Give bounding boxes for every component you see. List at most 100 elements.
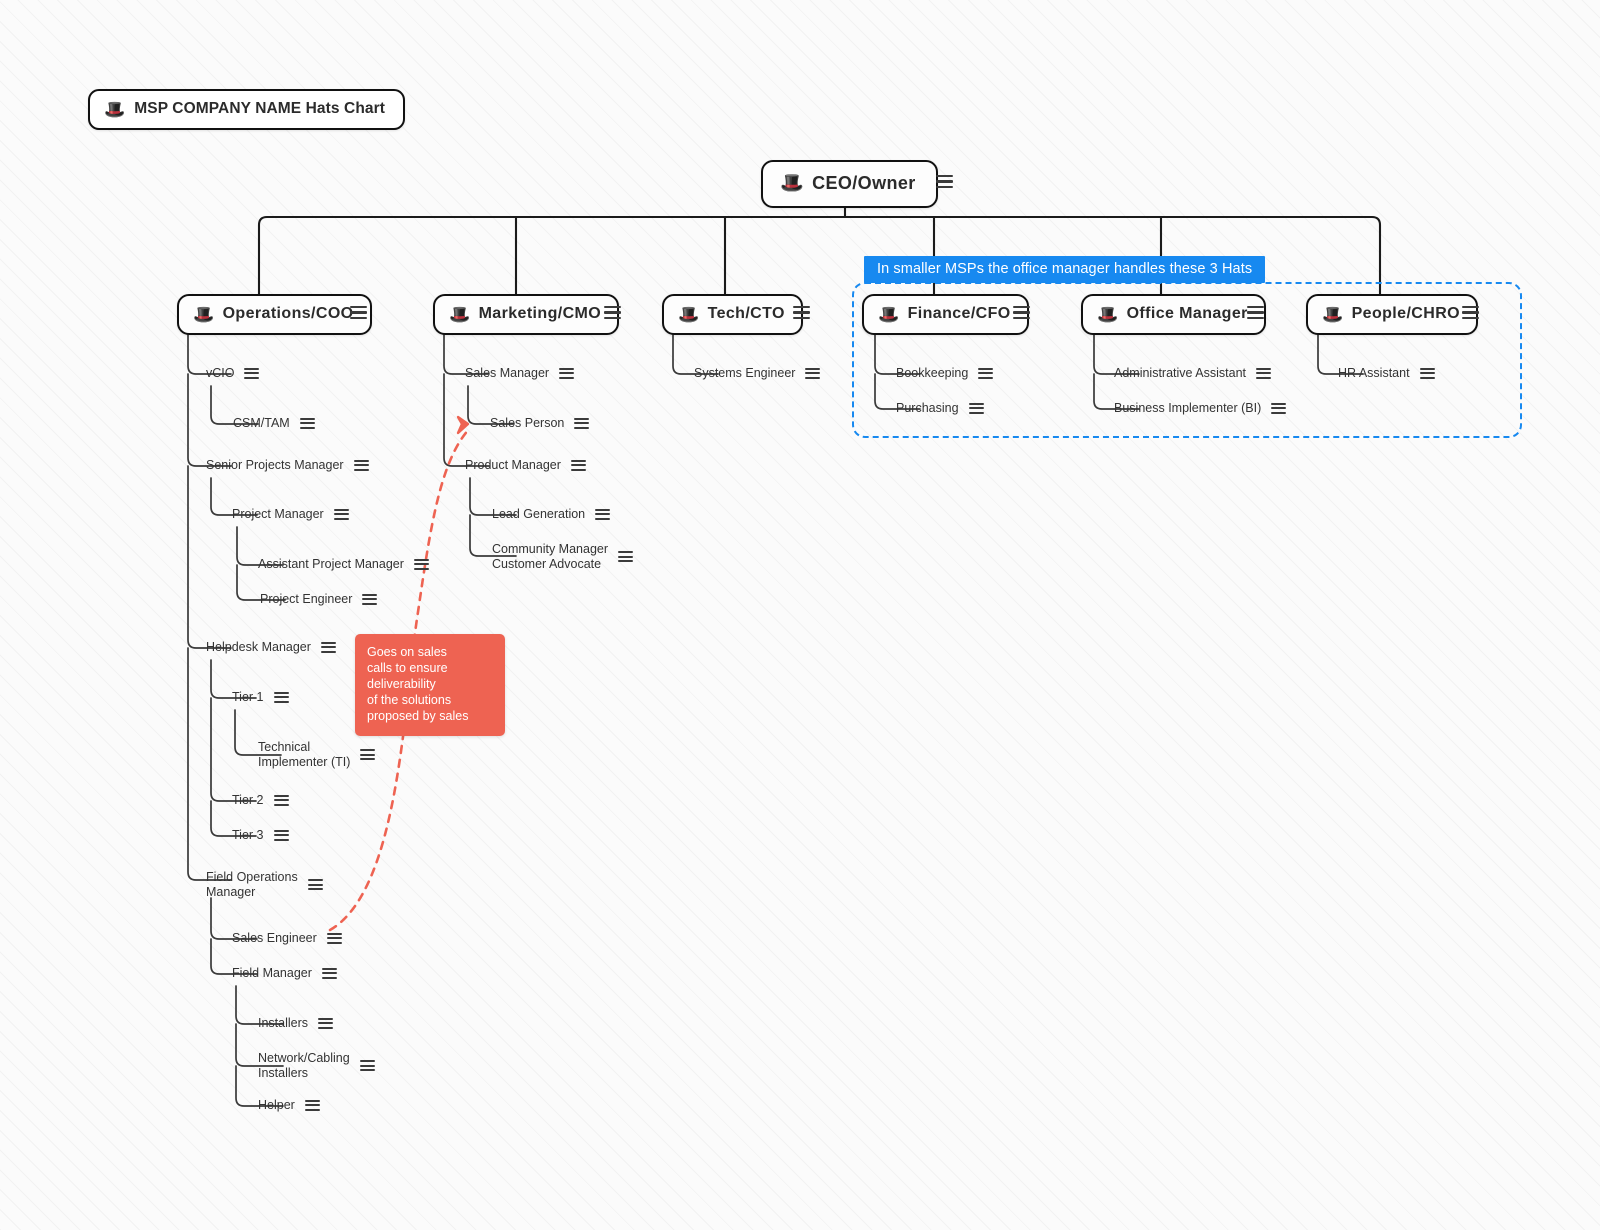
hamburger-menu-icon-installers[interactable] <box>318 1018 334 1029</box>
node-assistant-project-manager[interactable]: Assistant Project Manager <box>258 557 429 572</box>
hamburger-menu-icon-vcio[interactable] <box>244 368 260 379</box>
hamburger-menu-icon-bookkeeping[interactable] <box>978 368 994 379</box>
node-label: Systems Engineer <box>694 366 796 380</box>
node-label: CEO/Owner <box>812 173 916 193</box>
hamburger-menu-icon-bi[interactable] <box>1271 403 1287 414</box>
node-lead-generation[interactable]: Lead Generation <box>492 507 611 522</box>
hamburger-menu-icon-tier2[interactable] <box>273 795 289 806</box>
hamburger-menu-icon-apm[interactable] <box>413 559 429 570</box>
node-vcio[interactable]: vCIO <box>206 366 260 381</box>
hamburger-menu-icon-purchasing[interactable] <box>968 403 984 414</box>
node-purchasing[interactable]: Purchasing <box>896 401 984 416</box>
node-bookkeeping[interactable]: Bookkeeping <box>896 366 994 381</box>
node-business-implementer[interactable]: Business Implementer (BI) <box>1114 401 1287 416</box>
hamburger-menu-icon-netcab[interactable] <box>359 1060 375 1072</box>
node-field-manager[interactable]: Field Manager <box>232 966 337 981</box>
node-label: Administrative Assistant <box>1114 366 1246 380</box>
hamburger-menu-icon-helper[interactable] <box>304 1100 320 1111</box>
node-operations-coo[interactable]: 🎩 Operations/COO <box>177 294 372 335</box>
top-hat-icon: 🎩 <box>678 304 700 324</box>
hamburger-menu-icon-community[interactable] <box>618 551 634 563</box>
node-label: Bookkeeping <box>896 366 969 380</box>
hamburger-menu-icon-marketing[interactable] <box>604 306 621 319</box>
node-label: Helper <box>258 1098 295 1112</box>
node-label: Assistant Project Manager <box>258 557 404 571</box>
node-sales-engineer[interactable]: Sales Engineer <box>232 931 342 946</box>
hamburger-menu-icon-tech[interactable] <box>793 306 810 319</box>
node-label: Lead Generation <box>492 507 586 521</box>
hamburger-menu-icon-syseng[interactable] <box>805 368 821 379</box>
node-marketing-cmo[interactable]: 🎩 Marketing/CMO <box>433 294 620 335</box>
node-systems-engineer[interactable]: Systems Engineer <box>694 366 821 381</box>
node-field-operations-manager[interactable]: Field Operations Manager <box>206 870 323 900</box>
hamburger-menu-icon-ti[interactable] <box>360 749 376 761</box>
node-helpdesk-manager[interactable]: Helpdesk Manager <box>206 640 336 655</box>
node-helper[interactable]: Helper <box>258 1098 320 1113</box>
sales-engineer-note: Goes on sales calls to ensure deliverabi… <box>355 634 505 736</box>
node-label: Sales Manager <box>465 366 550 380</box>
node-label: Field Operations Manager <box>206 870 298 899</box>
node-ceo-owner[interactable]: 🎩 CEO/Owner <box>761 160 938 208</box>
node-label: Sales Person <box>490 416 565 430</box>
hamburger-menu-icon-fom[interactable] <box>307 879 323 891</box>
hamburger-menu-icon-spm[interactable] <box>353 460 369 471</box>
hamburger-menu-icon-tier3[interactable] <box>273 830 289 841</box>
node-sales-person[interactable]: Sales Person <box>490 416 590 431</box>
hamburger-menu-icon-people[interactable] <box>1462 306 1479 319</box>
node-hr-assistant[interactable]: HR Assistant <box>1338 366 1435 381</box>
node-tier-2[interactable]: Tier 2 <box>232 793 289 808</box>
node-office-manager[interactable]: 🎩 Office Manager <box>1081 294 1266 335</box>
node-label: CSM/TAM <box>233 416 290 430</box>
hamburger-menu-icon-csm[interactable] <box>299 418 315 429</box>
node-finance-cfo[interactable]: 🎩 Finance/CFO <box>862 294 1029 335</box>
node-label: Project Manager <box>232 507 324 521</box>
hamburger-menu-icon-finance[interactable] <box>1013 306 1030 319</box>
node-label: Community Manager Customer Advocate <box>492 542 609 571</box>
hamburger-menu-icon-ceo[interactable] <box>936 175 953 188</box>
page-title-label: MSP COMPANY NAME Hats Chart <box>134 100 386 117</box>
hamburger-menu-icon-prodmgr[interactable] <box>570 460 586 471</box>
node-label: HR Assistant <box>1338 366 1410 380</box>
hamburger-menu-icon-operations[interactable] <box>350 306 367 319</box>
node-label: Operations/COO <box>222 305 354 322</box>
node-tier-1[interactable]: Tier 1 <box>232 690 289 705</box>
node-administrative-assistant[interactable]: Administrative Assistant <box>1114 366 1271 381</box>
hamburger-menu-icon-salesperson[interactable] <box>574 418 590 429</box>
hamburger-menu-icon-hdm[interactable] <box>320 642 336 653</box>
node-label: Field Manager <box>232 966 312 980</box>
hamburger-menu-icon-se[interactable] <box>326 933 342 944</box>
node-community-manager[interactable]: Community Manager Customer Advocate <box>492 542 634 572</box>
hamburger-menu-icon-office[interactable] <box>1247 306 1264 319</box>
node-people-chro[interactable]: 🎩 People/CHRO <box>1306 294 1478 335</box>
node-label: Network/Cabling Installers <box>258 1051 350 1080</box>
node-csm-tam[interactable]: CSM/TAM <box>233 416 315 431</box>
node-project-engineer[interactable]: Project Engineer <box>260 592 378 607</box>
top-hat-icon: 🎩 <box>1097 304 1119 324</box>
node-product-manager[interactable]: Product Manager <box>465 458 586 473</box>
hamburger-menu-icon-pe[interactable] <box>362 594 378 605</box>
hamburger-menu-icon-adminassist[interactable] <box>1256 368 1271 379</box>
hamburger-menu-icon-leadgen[interactable] <box>595 509 611 520</box>
node-installers[interactable]: Installers <box>258 1016 334 1031</box>
node-network-cabling-installers[interactable]: Network/Cabling Installers <box>258 1051 375 1081</box>
hamburger-menu-icon-tier1[interactable] <box>273 692 289 703</box>
node-technical-implementer[interactable]: Technical Implementer (TI) <box>258 740 376 770</box>
node-label: Tier 3 <box>232 828 264 842</box>
hamburger-menu-icon-fm[interactable] <box>321 968 337 979</box>
node-project-manager[interactable]: Project Manager <box>232 507 349 522</box>
node-senior-projects-manager[interactable]: Senior Projects Manager <box>206 458 369 473</box>
top-hat-icon: 🎩 <box>449 304 471 324</box>
node-sales-manager[interactable]: Sales Manager <box>465 366 575 381</box>
node-label: Tier 1 <box>232 690 264 704</box>
hamburger-menu-icon-hrassist[interactable] <box>1419 368 1435 379</box>
page-title: 🎩 MSP COMPANY NAME Hats Chart <box>88 89 406 130</box>
node-tier-3[interactable]: Tier 3 <box>232 828 289 843</box>
top-hat-icon: 🎩 <box>104 99 126 119</box>
node-label: Helpdesk Manager <box>206 640 311 654</box>
hamburger-menu-icon-salesmgr[interactable] <box>559 368 575 379</box>
hamburger-menu-icon-pm[interactable] <box>333 509 349 520</box>
node-label: Tier 2 <box>232 793 264 807</box>
top-hat-icon: 🎩 <box>878 304 900 324</box>
node-tech-cto[interactable]: 🎩 Tech/CTO <box>662 294 803 335</box>
node-label: Business Implementer (BI) <box>1114 401 1262 415</box>
